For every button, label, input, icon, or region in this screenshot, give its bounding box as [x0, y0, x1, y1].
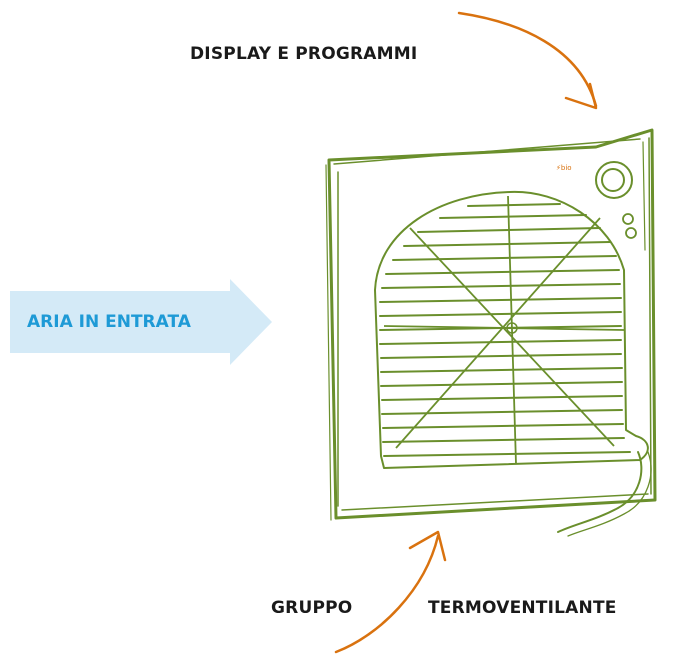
display-programs-label: DISPLAY E PROGRAMMI	[190, 44, 418, 64]
brand-logo: ⚡bio	[556, 164, 572, 172]
device-panel	[325, 128, 657, 521]
grille-spokes	[383, 195, 625, 465]
air-inlet-label: ARIA IN ENTRATA	[27, 312, 191, 332]
power-cord	[557, 451, 643, 533]
grille-slats	[379, 203, 631, 457]
air-inlet-arrow	[10, 279, 272, 365]
group-label: GRUPPO	[271, 598, 353, 618]
control-buttons	[622, 213, 637, 239]
display-pointer-arrow	[457, 11, 598, 110]
power-cord-edge	[567, 451, 652, 537]
fan-heater-label: TERMOVENTILANTE	[428, 598, 617, 618]
grille-hub	[506, 322, 518, 334]
control-knob	[595, 161, 633, 199]
group-pointer-arrow	[334, 530, 447, 654]
grille-outline	[374, 190, 649, 469]
